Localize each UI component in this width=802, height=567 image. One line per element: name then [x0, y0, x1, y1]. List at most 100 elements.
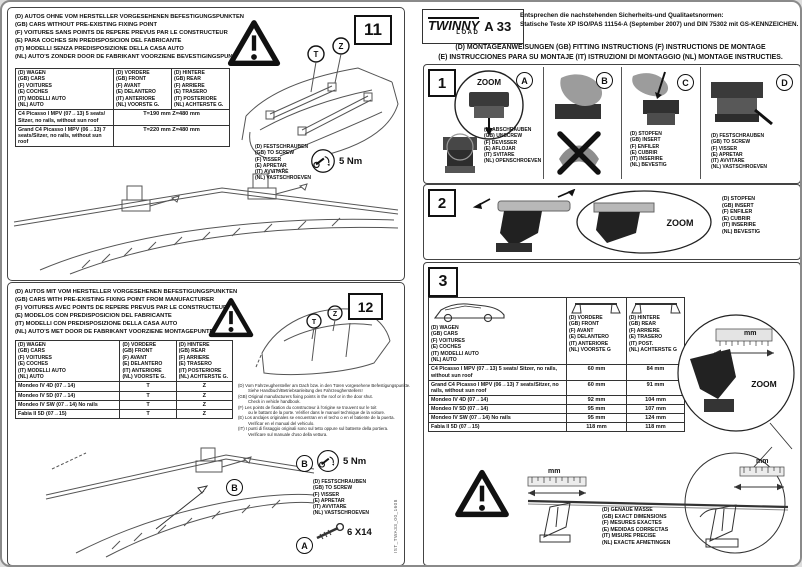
roof-mounting-illustration — [13, 168, 399, 275]
intro-line: (NL) AUTO'S ZONDER DOOR DE FABRIKANT VOO… — [15, 53, 245, 60]
model-cell: Grand C4 Picasso I MPV (06→13) 7 seats/S… — [428, 379, 567, 396]
label-line: (F) VISSER — [711, 145, 738, 152]
screw-icon — [316, 523, 344, 540]
panel-11-intro: (D) AUTOS OHNE VOM HERSTELLER VORGESEHEN… — [15, 14, 244, 61]
car-side-icon — [433, 303, 505, 323]
table-row: Fabia II 5D (07→15) 118 mm 118 mm — [428, 422, 685, 433]
t-cell: T — [119, 381, 177, 392]
front-mm-cell: 95 mm — [566, 403, 627, 415]
model-cell: Mondeo IV 5D (07→14) — [428, 403, 567, 415]
bar-into-foot-photo — [472, 189, 576, 252]
model-cell: Grand C4 Picasso I MPV (06→13) 7 seats/S… — [15, 124, 114, 147]
rear-mm-cell: 124 mm — [626, 412, 685, 424]
marker-circle-b: B — [296, 455, 313, 472]
warning-icon — [227, 20, 281, 66]
table-row: Mondeo IV 4D (07→14) 92 mm 104 mm — [428, 394, 685, 405]
label-line: (NL) VASTSCHROEVEN — [711, 164, 768, 171]
note-line: Siehe Handbuch/Betriebsanleitung des Fah… — [248, 388, 363, 394]
intro-line: (GB) CARS WITH PRE-EXISTING FIXING POINT… — [15, 296, 215, 303]
intro-line: (E) PARA COCHES SIN PREDISPOSICION DEL F… — [15, 37, 182, 44]
brand-logo: TWINNY LOAD A 33 — [422, 9, 524, 44]
panel-12-number: 12 — [348, 293, 383, 320]
label-line: (F) ENFILER — [630, 143, 660, 150]
mm-label: mm — [744, 330, 756, 337]
label-line: (D) ABSCHRAUBEN — [484, 127, 532, 133]
label-line: (F) VISSER — [255, 156, 282, 163]
label-line: (IT) SVITARE — [484, 152, 515, 159]
step-1c-labels: (D) STOPFEN (GB) INSERT (F) ENFILER (E) … — [630, 131, 667, 169]
table-row: Mondeo IV SW (07→14) No rails T Z — [14, 399, 234, 410]
col-rear: (D) HINTERE(GB) REAR(F) ARRIERE (E) TRAS… — [175, 339, 234, 383]
model-cell: C4 Picasso I MPV (07→13) 5 seats/ Sitzer… — [428, 364, 567, 381]
cert-line: Statische Teste XP ISO/PAS 11154-A (Sept… — [520, 20, 799, 28]
zoom-detail-bar-foot: ZOOM — [576, 190, 712, 254]
panel-12-notes: (D) Vom Fahrzeughersteller am Dach bzw. … — [238, 383, 410, 437]
table-header-row: (D) WAGEN(GB) CARS(F) VOITURES (E) COCHE… — [14, 339, 234, 383]
col-front: (D) VORDERE(GB) FRONT(F) AVANT (E) DELAN… — [566, 296, 627, 366]
note-line: (F) Les points de fixation du constructe… — [238, 404, 377, 410]
label-line: (NL) VASTSCHROEVEN — [255, 175, 312, 182]
intro-line: (F) VOITURES AVEC POINTS DE REPERE PREVU… — [15, 304, 228, 311]
intro-line: (F) VOITURES SANS POINTS DE REPERE PREVU… — [15, 29, 228, 36]
front-mm-cell: 60 mm — [566, 364, 627, 381]
foot-clamp-photo — [443, 133, 477, 173]
forbidden-x-photo — [557, 131, 601, 175]
step-1a-labels: (D) ABSCHRAUBEN (GB) UNSCREW (F) DEVISSE… — [484, 127, 541, 165]
brand-wordmark: TWINNY LOAD — [428, 17, 480, 36]
table-row: Mondeo IV 4D (07→14) T Z — [14, 381, 234, 392]
roof-bars-car-illustration: T Z — [241, 37, 399, 159]
label-line: (E) APRETAR — [313, 497, 345, 504]
label-line: (E) MEDIDAS CORRECTAS — [602, 526, 669, 533]
torque-wrench-icon — [317, 450, 339, 472]
panel-12-screw-labels: (D) FESTSCHRAUBEN (GB) TO SCREW (F) VISS… — [313, 479, 369, 517]
z-cell: Z — [175, 399, 234, 410]
exact-dimensions-diagram: mm mm — [527, 446, 789, 554]
label-line: (GB) TO SCREW — [255, 150, 295, 157]
table-header-row: (D) WAGEN(GB) CARS(F) VOITURES (E) COCHE… — [428, 296, 685, 366]
label-line: (GB) TO SCREW — [313, 485, 353, 492]
table-row: Mondeo IV 5D (07→14) T Z — [14, 390, 234, 401]
brand-subname: LOAD — [456, 30, 480, 36]
intro-line: (GB) CARS WITHOUT PRE-EXISTING FIXING PO… — [15, 21, 158, 28]
t-cell: T — [119, 390, 177, 401]
z-cell: Z — [175, 390, 234, 401]
zoom-label: ZOOM — [477, 78, 501, 87]
zoom-detail-unscrew: ZOOM — [454, 70, 524, 140]
zoom-detail-foot-ruler: mm ZOOM — [677, 314, 795, 450]
label-line: (D) STOPFEN — [630, 131, 662, 137]
step-3-number: 3 — [428, 267, 458, 297]
step-1: 1 ZOOM A (D) ABSCHRAUBEN (GB) UNSCREW (F… — [423, 64, 800, 184]
rear-mm-cell: 118 mm — [626, 422, 685, 433]
note-line: Verificar en el manual del vehiculo. — [248, 420, 315, 426]
table-row: Fabia II 5D (07→15) T Z — [14, 408, 234, 419]
panel-11: (D) AUTOS OHNE VOM HERSTELLER VORGESEHEN… — [7, 7, 405, 281]
t-cell: T — [119, 399, 177, 410]
col-cars: (D) WAGEN(GB) CARS(F) VOITURES (E) COCHE… — [428, 296, 567, 366]
intro-line: (IT) MODELLI SENZA PREDISPOSIZIONE DELLA… — [15, 45, 184, 52]
screw-spec: 6 X14 — [314, 523, 372, 541]
step-2: 2 ZOOM (D) STOPFEN (GB) INSERT (F) ENFIL… — [423, 184, 800, 260]
label-line: (GB) TO SCREW — [711, 139, 751, 146]
divider — [543, 67, 544, 179]
tz-value-cell: T=220 mm Z=480 mm — [113, 124, 230, 147]
label-line: (NL) OPENSCHROEVEN — [484, 158, 542, 165]
rear-mm-cell: 91 mm — [626, 379, 685, 396]
label-line: (F) DEVISSER — [484, 139, 518, 146]
front-mm-cell: 92 mm — [566, 394, 627, 405]
panel-12: (D) AUTOS MIT VOM HERSTELLER VORGESEHENE… — [7, 282, 410, 565]
label-line: (NL) BEVESTIG — [630, 162, 667, 169]
step-1-number: 1 — [428, 69, 456, 97]
instructions-line: (D) MONTAGEANWEISUNGEN (GB) FITTING INST… — [455, 44, 766, 51]
note-line: (D) Vom Fahrzeughersteller am Dach bzw. … — [238, 383, 411, 388]
rear-mm-cell: 107 mm — [626, 403, 685, 415]
insert-plug-photo — [632, 71, 679, 125]
label-line: (F) MESURES EXACTES — [602, 520, 662, 527]
label-line: (D) FESTSCHRAUBEN — [313, 479, 367, 485]
label-line: (GB) INSERT — [722, 202, 754, 209]
label-line: (E) CUBRIR — [630, 149, 658, 156]
table-row: Grand C4 Picasso I MPV (06→13) 7 seats/S… — [428, 379, 685, 396]
product-model: A 33 — [484, 19, 512, 34]
front-bar-icon — [571, 303, 621, 314]
tz-value-cell: T=190 mm Z=480 mm — [113, 109, 230, 126]
zoom-label: ZOOM — [751, 379, 777, 389]
